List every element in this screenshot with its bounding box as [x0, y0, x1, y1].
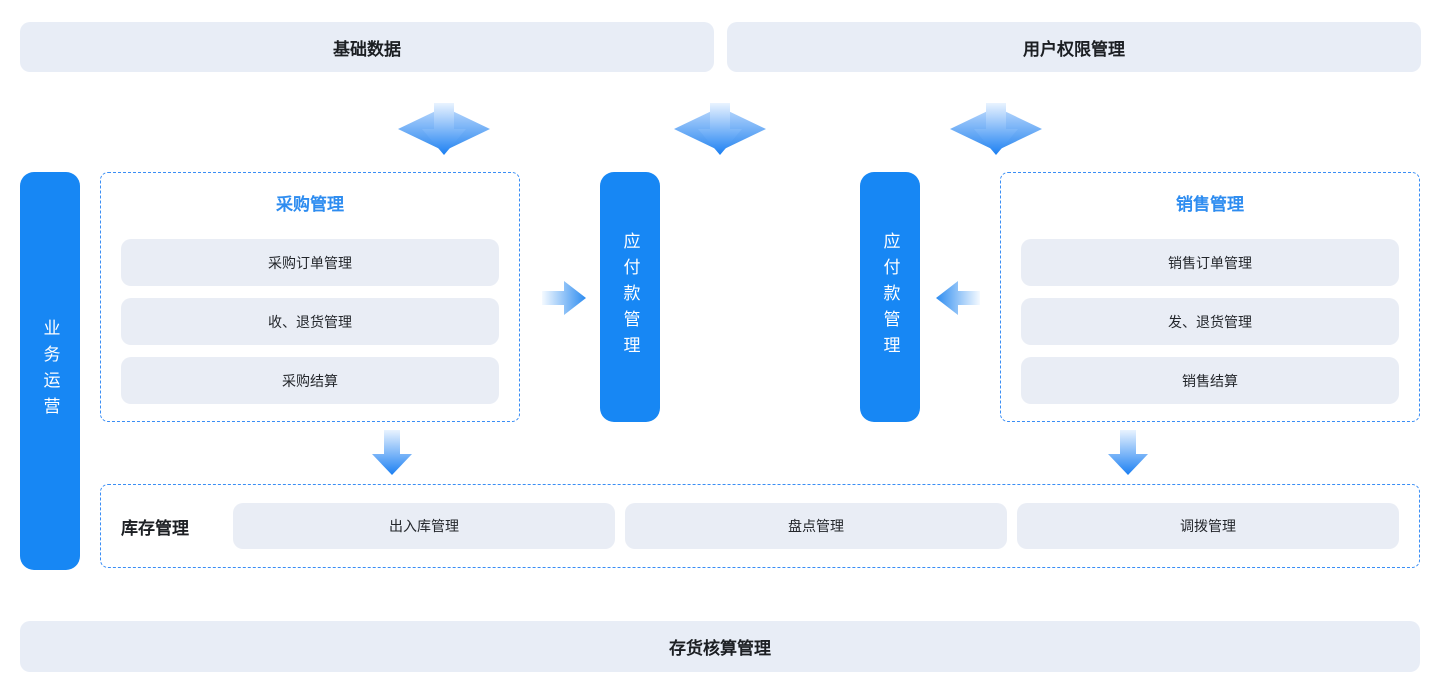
- accounts-payable-label: 应付款管理: [880, 232, 900, 362]
- basic-data-bar: 基础数据: [20, 22, 714, 72]
- sales-management-title: 销售管理: [1176, 195, 1244, 214]
- accounts-payable-label: 应付款管理: [620, 232, 640, 362]
- purchase-settlement-item: 采购结算: [121, 357, 499, 404]
- ship-return-item: 发、退货管理: [1021, 298, 1399, 345]
- allocation-item: 调拨管理: [1017, 503, 1399, 549]
- arrow-left-icon: [936, 281, 980, 315]
- purchase-order-item: 采购订单管理: [121, 239, 499, 286]
- business-operation-label: 业务运营: [40, 319, 60, 423]
- purchase-management-box: 采购管理 采购订单管理 收、退货管理 采购结算: [100, 172, 520, 422]
- flow-down-arrow-icon: [674, 103, 766, 155]
- accounts-payable-bar-right: 应付款管理: [860, 172, 920, 422]
- purchase-items: 采购订单管理 收、退货管理 采购结算: [121, 239, 499, 404]
- inventory-items: 出入库管理 盘点管理 调拨管理: [233, 503, 1399, 549]
- inventory-accounting-bar: 存货核算管理: [20, 621, 1420, 672]
- sales-management-box: 销售管理 销售订单管理 发、退货管理 销售结算: [1000, 172, 1420, 422]
- inbound-outbound-item: 出入库管理: [233, 503, 615, 549]
- arrow-down-icon: [1108, 430, 1148, 475]
- sales-settlement-item: 销售结算: [1021, 357, 1399, 404]
- flow-down-arrow-icon: [398, 103, 490, 155]
- inventory-management-label: 库存管理: [121, 518, 189, 538]
- user-permission-bar: 用户权限管理: [727, 22, 1421, 72]
- stocktaking-item: 盘点管理: [625, 503, 1007, 549]
- inventory-management-box: 库存管理 出入库管理 盘点管理 调拨管理: [100, 484, 1420, 568]
- sales-order-item: 销售订单管理: [1021, 239, 1399, 286]
- receive-return-item: 收、退货管理: [121, 298, 499, 345]
- business-operation-rail: 业务运营: [20, 172, 80, 570]
- sales-items: 销售订单管理 发、退货管理 销售结算: [1021, 239, 1399, 404]
- arrow-down-icon: [372, 430, 412, 475]
- accounts-payable-bar-left: 应付款管理: [600, 172, 660, 422]
- purchase-management-title: 采购管理: [276, 195, 344, 214]
- arrow-right-icon: [542, 281, 586, 315]
- flow-down-arrow-icon: [950, 103, 1042, 155]
